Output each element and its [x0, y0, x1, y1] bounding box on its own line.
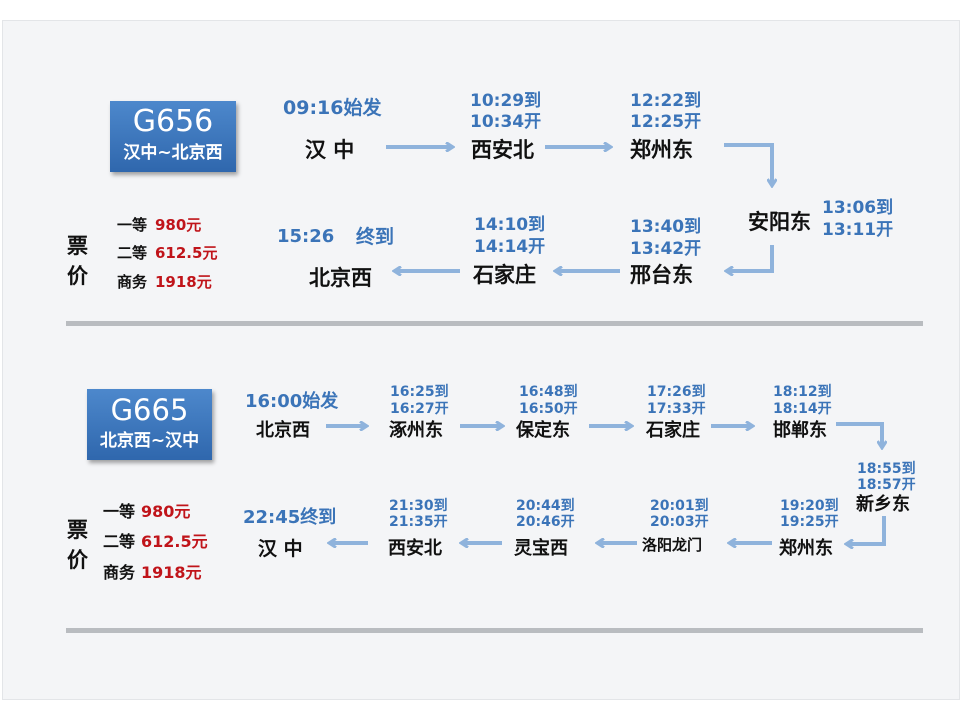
stop-time: 20:03开 — [650, 514, 709, 530]
seat-class: 二等 — [117, 244, 148, 262]
seat-class: 一等 — [103, 502, 136, 521]
train-route: 汉中~北京西 — [123, 143, 223, 163]
station-name: 安阳东 — [748, 210, 811, 234]
stop-time: 18:55到 — [857, 461, 916, 477]
train-code: G665 — [110, 393, 189, 427]
stop-time: 20:44到 — [516, 498, 575, 514]
section-divider — [66, 628, 923, 633]
station-name: 灵宝西 — [514, 538, 568, 559]
seat-price: 980元 — [155, 216, 202, 234]
station-name: 西安北 — [388, 538, 442, 559]
arrow-icon — [847, 516, 886, 544]
stop-time: 18:12到 — [773, 384, 832, 400]
station-name: 北京西 — [309, 266, 372, 290]
train-badge-g665: G665 北京西~汉中 — [87, 389, 212, 460]
stop-time: 15:26 — [277, 226, 335, 247]
train-badge-g656: G656 汉中~北京西 — [110, 101, 236, 172]
stop-time: 20:46开 — [516, 514, 575, 530]
seat-class: 商务 — [117, 273, 148, 291]
stop-time: 17:26到 — [647, 384, 706, 400]
stop-time: 21:30到 — [389, 498, 448, 514]
train-route: 北京西~汉中 — [99, 431, 200, 451]
stop-time: 16:50开 — [519, 401, 578, 417]
stop-time: 14:14开 — [474, 237, 546, 257]
station-name: 新乡东 — [856, 494, 910, 515]
stop-time: 12:22到 — [630, 91, 702, 111]
price-label: 票 — [67, 234, 88, 258]
stop-time: 16:48到 — [519, 384, 578, 400]
stop-time: 18:14开 — [773, 401, 832, 417]
stop-time: 13:42开 — [630, 239, 702, 259]
seat-class: 商务 — [103, 563, 136, 582]
station-name: 邯郸东 — [773, 420, 827, 441]
station-name: 西安北 — [471, 138, 534, 162]
station-name: 洛阳龙门 — [642, 536, 703, 554]
stop-time: 21:35开 — [389, 514, 448, 530]
station-name: 北京西 — [256, 420, 310, 441]
section-divider — [66, 321, 923, 326]
stop-time: 13:11开 — [822, 220, 894, 240]
seat-class: 一等 — [117, 216, 148, 234]
seat-price: 612.5元 — [141, 532, 208, 551]
stop-time: 12:25开 — [630, 112, 702, 132]
stop-time: 16:25到 — [390, 384, 449, 400]
arrow-icon — [836, 422, 882, 447]
station-name: 涿州东 — [389, 420, 443, 441]
stop-time: 17:33开 — [647, 401, 706, 417]
seat-price: 980元 — [141, 502, 191, 521]
seat-price: 612.5元 — [155, 244, 218, 262]
station-name: 郑州东 — [779, 538, 833, 559]
price-label: 票 — [67, 518, 88, 542]
stop-time: 13:40到 — [630, 217, 702, 237]
station-name: 石家庄 — [646, 420, 700, 441]
stop-time: 19:20到 — [780, 498, 839, 514]
station-name: 保定东 — [516, 420, 570, 441]
station-name: 石家庄 — [473, 263, 536, 287]
stop-time: 22:45终到 — [243, 507, 337, 528]
stop-time: 终到 — [356, 226, 395, 248]
stop-time: 09:16始发 — [283, 97, 382, 119]
stop-time: 14:10到 — [474, 215, 546, 235]
stop-time: 18:57开 — [857, 477, 916, 493]
stop-time: 20:01到 — [650, 498, 709, 514]
price-label: 价 — [67, 264, 88, 288]
arrow-icon — [724, 143, 772, 185]
seat-class: 二等 — [103, 532, 136, 551]
stop-time: 19:25开 — [780, 514, 839, 530]
stop-time: 16:00始发 — [245, 391, 339, 412]
station-name: 汉 中 — [305, 138, 355, 162]
stop-time: 10:34开 — [470, 112, 542, 132]
stop-time: 10:29到 — [470, 91, 542, 111]
seat-price: 1918元 — [155, 273, 212, 291]
arrow-icon — [727, 245, 774, 271]
stop-time: 16:27开 — [390, 401, 449, 417]
station-name: 郑州东 — [630, 138, 693, 162]
stop-time: 13:06到 — [822, 198, 894, 218]
station-name: 汉 中 — [258, 538, 303, 560]
station-name: 邢台东 — [630, 263, 693, 287]
price-label: 价 — [67, 548, 88, 572]
train-code: G656 — [132, 104, 214, 139]
seat-price: 1918元 — [141, 563, 202, 582]
